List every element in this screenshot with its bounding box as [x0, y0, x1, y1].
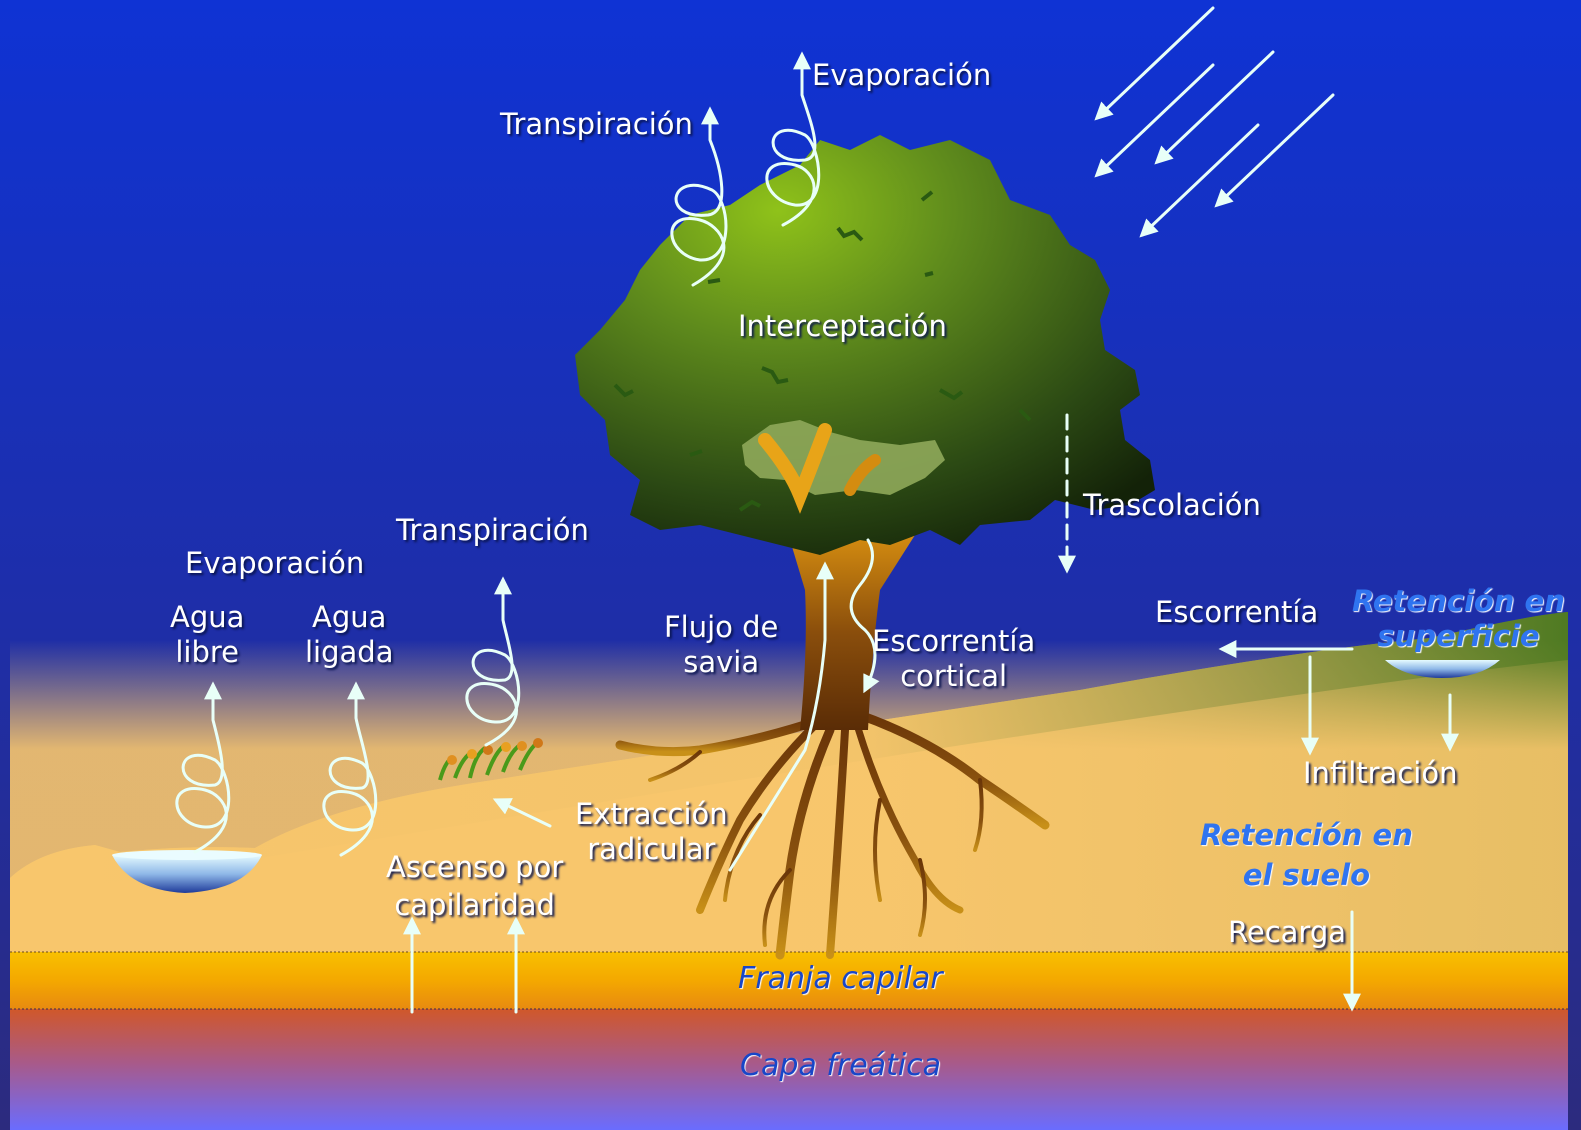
label-escorrentia-cortical-line2: cortical — [872, 659, 1035, 694]
label-ascenso-capilaridad-line1: Ascenso por — [386, 848, 563, 886]
label-escorrentia-cortical-line1: Escorrentía — [872, 624, 1035, 659]
label-interceptacion: Interceptación — [738, 309, 947, 344]
label-franja-capilar: Franja capilar — [738, 961, 943, 996]
label-extraccion-radicular-line1: Extracción — [575, 797, 728, 832]
label-retencion-superficie-line2: superficie — [1352, 619, 1565, 654]
label-transpiracion-mid: Transpiración — [396, 513, 589, 548]
label-agua-ligada-line1: Agua — [305, 600, 393, 635]
label-escorrentia: Escorrentía — [1155, 595, 1318, 630]
label-flujo-savia-line2: savia — [664, 645, 778, 680]
label-trascolacion: Trascolación — [1083, 488, 1261, 523]
label-infiltracion: Infiltración — [1303, 756, 1457, 791]
label-evaporacion-left: Evaporación — [185, 546, 364, 581]
label-extraccion-radicular-line2: radicular — [575, 832, 728, 867]
label-agua-ligada-line2: ligada — [305, 635, 393, 670]
label-retencion-superficie-line1: Retención en — [1352, 584, 1565, 619]
label-retencion-suelo-line2: el suelo — [1200, 855, 1413, 895]
label-agua-libre: Agua libre — [170, 600, 244, 670]
label-retencion-suelo-line1: Retención en — [1200, 815, 1413, 855]
label-escorrentia-cortical: Escorrentía cortical — [872, 624, 1035, 694]
label-agua-libre-line1: Agua — [170, 600, 244, 635]
label-agua-libre-line2: libre — [170, 635, 244, 670]
label-retencion-superficie: Retención en superficie — [1352, 584, 1565, 654]
label-retencion-suelo: Retención en el suelo — [1200, 815, 1413, 895]
label-ascenso-capilaridad: Ascenso por capilaridad — [386, 848, 563, 924]
label-capa-freatica: Capa freática — [740, 1048, 941, 1083]
label-flujo-savia: Flujo de savia — [664, 610, 778, 680]
label-transpiracion-top: Transpiración — [500, 107, 693, 142]
label-extraccion-radicular: Extracción radicular — [575, 797, 728, 867]
label-ascenso-capilaridad-line2: capilaridad — [386, 886, 563, 924]
label-recarga: Recarga — [1228, 915, 1346, 950]
label-agua-ligada: Agua ligada — [305, 600, 393, 670]
label-flujo-savia-line1: Flujo de — [664, 610, 778, 645]
label-evaporacion-top: Evaporación — [812, 58, 991, 93]
